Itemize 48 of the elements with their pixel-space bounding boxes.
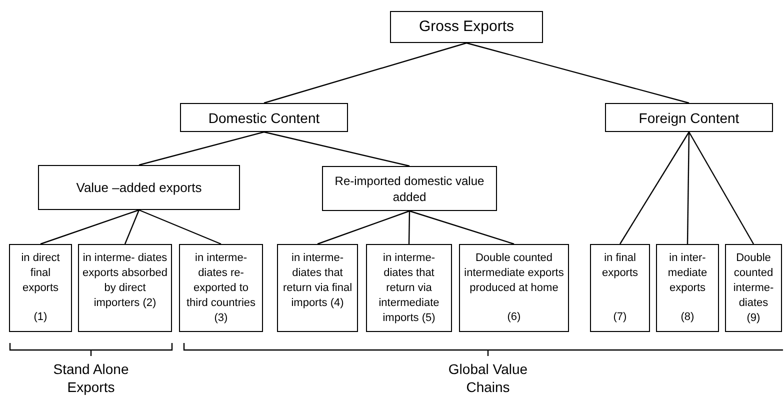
category-box <box>180 103 348 132</box>
connector-line <box>466 42 690 104</box>
category-number: (9) <box>746 311 760 326</box>
category-box <box>9 244 72 332</box>
connector-line <box>138 209 222 245</box>
category-text: in interme- diates that return via intermediate imports (5) <box>378 251 440 326</box>
connector-line <box>619 132 690 244</box>
category-box <box>725 244 782 332</box>
connector-line <box>408 211 410 244</box>
category-text: Double counted intermediate exports produced at home <box>463 251 565 296</box>
category-text: in interme- diates exports absorbed by direct importers (2) <box>82 251 168 311</box>
category-box <box>459 244 569 332</box>
category-box <box>38 165 240 210</box>
connector-line <box>686 132 690 244</box>
category-number: (8) <box>680 310 694 325</box>
connector-line <box>264 42 467 104</box>
category-text: Foreign Content <box>638 110 740 126</box>
category-box <box>277 244 358 332</box>
category-box <box>78 244 172 332</box>
category-text: Re-imported domestic value added <box>334 172 486 204</box>
category-text: Value –added exports <box>76 180 202 196</box>
category-text: in direct final exports <box>20 251 61 296</box>
category-text: Domestic Content <box>208 110 320 126</box>
connector-line <box>40 209 140 245</box>
connector-line <box>688 132 754 244</box>
category-box <box>366 244 452 332</box>
category-box <box>390 11 543 43</box>
category-number: (6) <box>507 310 521 325</box>
category-number: (7) <box>613 310 627 325</box>
category-text: in interme- diates re-exported to third countries (3) <box>185 251 257 326</box>
connector-line <box>317 210 410 245</box>
connector-line <box>124 210 140 244</box>
category-text: in interme- diates that return via final imports (4) <box>282 251 354 311</box>
category-box <box>656 244 719 332</box>
connector-line <box>138 131 264 166</box>
category-box <box>590 244 650 332</box>
category-number: (1) <box>34 310 48 325</box>
group-label: Stand Alone Exports <box>52 360 130 396</box>
category-text: Double counted interme- diates <box>732 251 775 311</box>
group-label: Global Value Chains <box>447 360 529 396</box>
connector-line <box>409 210 514 245</box>
category-box <box>179 244 263 332</box>
category-box <box>605 103 773 132</box>
category-box <box>322 166 497 211</box>
category-text: in final exports <box>600 251 640 281</box>
category-text: in inter- mediate exports <box>666 251 708 296</box>
connector-line <box>264 131 410 167</box>
category-text: Gross Exports <box>418 19 514 35</box>
